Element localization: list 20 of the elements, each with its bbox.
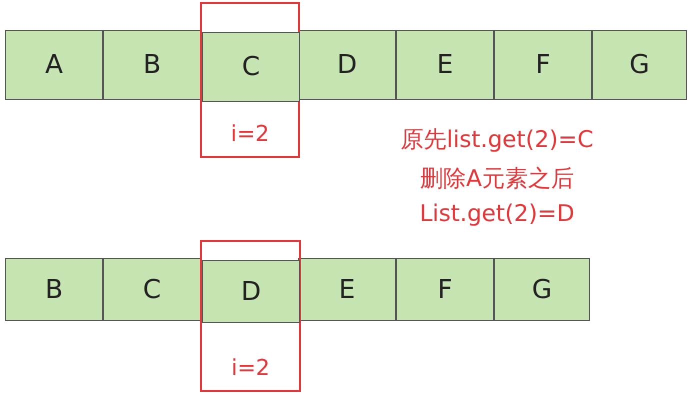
array-cell: B <box>5 258 103 321</box>
array-cell: C <box>202 32 300 102</box>
array-cell: G <box>592 30 687 100</box>
note-text: 原先list.get(2)=C <box>400 126 594 155</box>
array-cell: A <box>5 30 103 100</box>
index-label: i=2 <box>230 122 270 147</box>
array-cell: F <box>494 30 592 100</box>
note-text: List.get(2)=D <box>418 201 576 227</box>
array-cell: B <box>103 30 201 100</box>
array-cell: D <box>298 30 396 100</box>
highlight-frame <box>200 2 300 158</box>
array-cell: C <box>103 258 201 321</box>
array-cell: E <box>396 30 494 100</box>
array-cell: F <box>396 258 494 321</box>
highlight-frame <box>200 240 301 392</box>
index-label: i=2 <box>230 356 271 381</box>
note-text: 删除A元素之后 <box>419 165 575 194</box>
array-cell: G <box>494 258 590 321</box>
array-cell: E <box>298 258 396 321</box>
array-cell: D <box>202 260 300 323</box>
